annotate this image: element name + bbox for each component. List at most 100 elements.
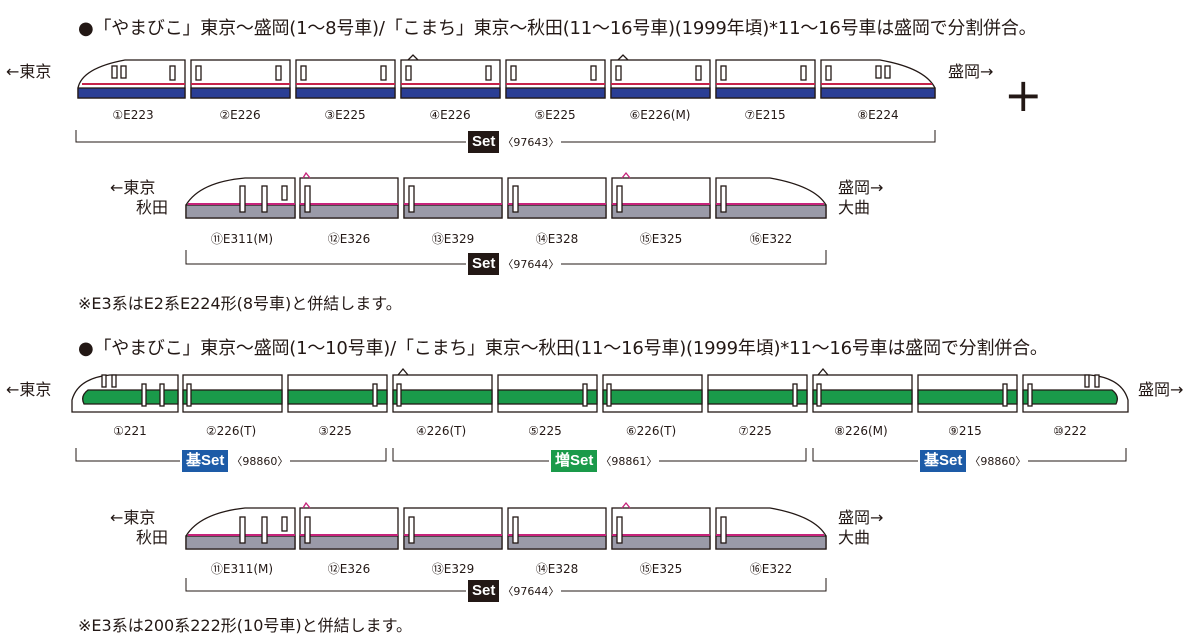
s200-car-10: [1022, 374, 1129, 413]
direction-left: ←東京: [6, 380, 52, 399]
note-1: ※E3系はE2系E224形(8号車)と併結します。: [78, 294, 402, 313]
set-97644-b: Set 〈97644〉: [466, 580, 562, 602]
set-code: 〈97644〉: [502, 258, 560, 271]
car-label: ③225: [318, 424, 352, 438]
direction-right-line1: 盛岡→: [838, 508, 884, 527]
set-code: 〈98861〉: [600, 455, 658, 468]
s200-car-3: [287, 374, 388, 413]
set-code: 〈97644〉: [502, 585, 560, 598]
direction-right: 盛岡→: [948, 62, 994, 81]
set-tag: Set: [468, 580, 500, 602]
car-label: ⑫E326: [327, 232, 371, 246]
set-tag: 増Set: [551, 450, 598, 472]
e3b-car-15: [611, 501, 711, 550]
e2-train: [77, 54, 936, 99]
e2-car-3: [295, 59, 396, 99]
set-code: 〈98860〉: [969, 455, 1027, 468]
set-97644-a: Set 〈97644〉: [466, 253, 562, 275]
e2-car-7: [715, 59, 816, 99]
car-label: ⑩222: [1053, 424, 1087, 438]
car-label: ⑧E224: [857, 108, 899, 122]
car-label: ⑪E311(M): [210, 562, 274, 576]
car-label: ⑦225: [738, 424, 772, 438]
e2-car-6: [610, 54, 711, 99]
set-tag: 基Set: [920, 450, 967, 472]
car-label: ⑥E226(M): [629, 108, 691, 122]
car-label: ②E226: [219, 108, 261, 122]
e3b-car-11: [185, 507, 296, 550]
s200-car-6: [602, 374, 703, 413]
set-98860-a: 基Set 〈98860〉: [180, 450, 291, 472]
e2-car-2: [190, 59, 291, 99]
s200-car-4: [392, 367, 493, 413]
s200-car-8: [812, 367, 913, 413]
section2-title: ●「やまびこ」東京〜盛岡(1〜10号車)/「こまち」東京〜秋田(11〜16号車)…: [78, 338, 1048, 359]
direction-right-line2: 大曲: [838, 528, 871, 547]
car-label: ⑭E328: [535, 562, 579, 576]
direction-left-line2: 秋田: [136, 198, 169, 217]
set-97643: Set 〈97643〉: [466, 131, 562, 153]
set-tag: 基Set: [182, 450, 229, 472]
direction-right: 盛岡→: [1138, 380, 1184, 399]
e3-car-15: [611, 171, 711, 219]
car-label: ②226(T): [205, 424, 257, 438]
e3-car-14: [507, 177, 607, 219]
direction-left-line1: ←東京: [110, 508, 156, 527]
car-label: ⑤E225: [534, 108, 576, 122]
direction-right-line1: 盛岡→: [838, 178, 884, 197]
car-label: ⑮E325: [639, 232, 683, 246]
e3b-car-12: [299, 501, 399, 550]
e3-train-1: [185, 171, 827, 219]
e3b-car-14: [507, 507, 607, 550]
e2-car-8: [820, 59, 936, 99]
car-label: ①E223: [112, 108, 154, 122]
car-label: ⑮E325: [639, 562, 683, 576]
car-label: ⑨215: [948, 424, 982, 438]
e3-car-12: [299, 171, 399, 219]
plus-sign: +: [1004, 68, 1043, 122]
car-label: ①221: [113, 424, 147, 438]
car-label: ⑭E328: [535, 232, 579, 246]
e3-car-13: [403, 177, 503, 219]
e3b-car-16: [715, 507, 827, 550]
e3-train-2: [185, 501, 827, 550]
set-tag: Set: [468, 253, 500, 275]
direction-left-e3: ←東京 秋田: [110, 178, 168, 218]
direction-right-line2: 大曲: [838, 198, 871, 217]
s200-train: [71, 367, 1129, 413]
e3-car-16: [715, 177, 827, 219]
s200-car-9: [917, 374, 1018, 413]
direction-right-e3: 盛岡→ 大曲: [838, 178, 883, 218]
set-98860-b: 基Set 〈98860〉: [918, 450, 1029, 472]
set-98861: 増Set 〈98861〉: [549, 450, 660, 472]
car-label: ⑧226(M): [834, 424, 888, 438]
e2-car-5: [505, 59, 606, 99]
e3-car-11: [185, 177, 296, 219]
direction-left: ←東京: [6, 62, 52, 81]
s200-car-7: [707, 374, 808, 413]
car-label: ④226(T): [415, 424, 467, 438]
car-label: ④E226: [429, 108, 471, 122]
note-2: ※E3系は200系222形(10号車)と併結します。: [78, 616, 413, 635]
set-tag: Set: [468, 131, 500, 153]
car-label: ⑬E329: [431, 562, 475, 576]
s200-car-5: [497, 374, 598, 413]
set-code: 〈98860〉: [231, 455, 289, 468]
car-label: ⑤225: [528, 424, 562, 438]
car-label: ⑥226(T): [625, 424, 677, 438]
set-code: 〈97643〉: [502, 136, 560, 149]
e3b-car-13: [403, 507, 503, 550]
car-label: ⑪E311(M): [210, 232, 274, 246]
car-label: ⑯E322: [749, 562, 793, 576]
s200-car-2: [182, 374, 283, 413]
car-label: ③E225: [324, 108, 366, 122]
direction-left-line2: 秋田: [136, 528, 169, 547]
direction-right-e3: 盛岡→ 大曲: [838, 508, 883, 548]
direction-left-line1: ←東京: [110, 178, 156, 197]
e2-car-4: [400, 54, 501, 99]
car-label: ⑯E322: [749, 232, 793, 246]
car-label: ⑦E215: [744, 108, 786, 122]
s200-car-1: [71, 374, 179, 413]
car-label: ⑬E329: [431, 232, 475, 246]
